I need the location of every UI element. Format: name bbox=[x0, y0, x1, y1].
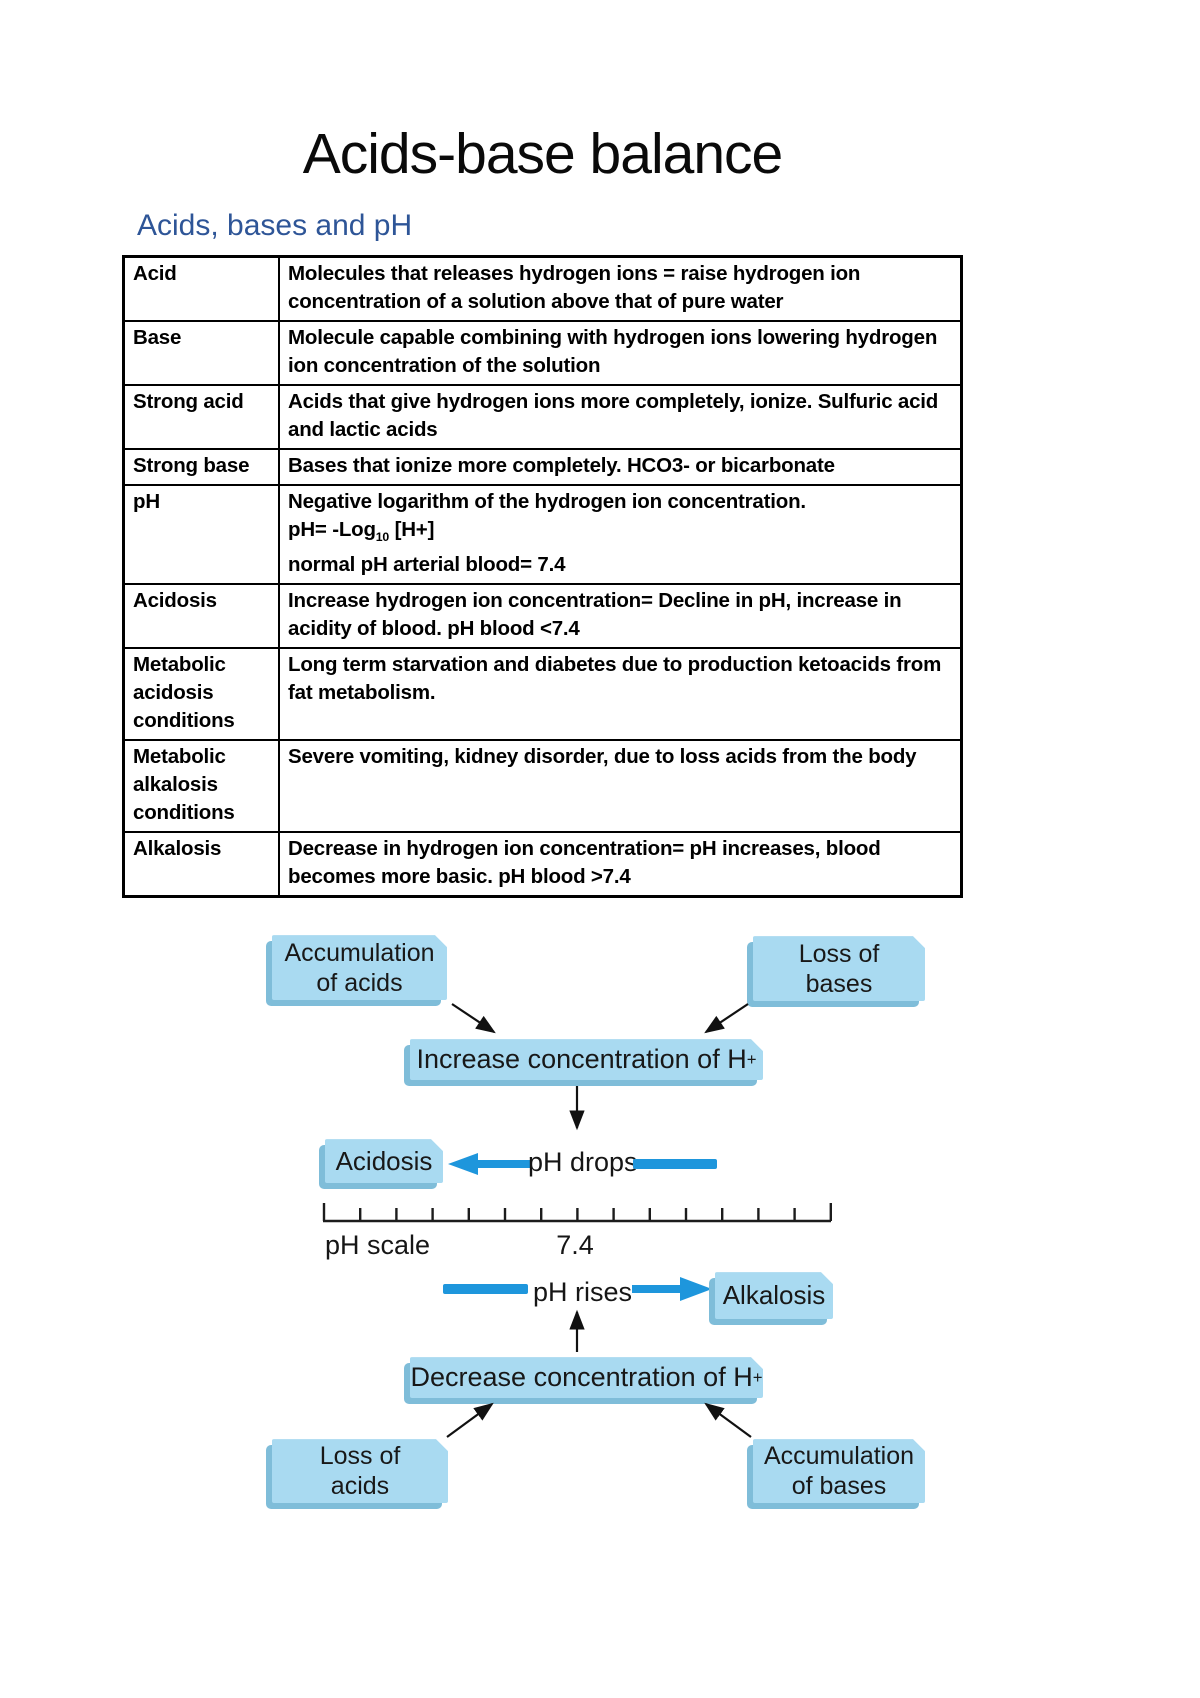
term-cell: pH bbox=[122, 483, 280, 586]
definition-cell: Acids that give hydrogen ions more compl… bbox=[278, 384, 963, 450]
acidosis-box: Acidosis bbox=[319, 1139, 443, 1190]
accumulation-of-bases-label: Accumulation of bases bbox=[753, 1439, 925, 1503]
term-cell: Strong acid bbox=[122, 384, 280, 450]
ph-definition-line2: pH= -Log10 [H+] bbox=[288, 518, 435, 545]
definition-cell: Molecule capable combining with hydrogen… bbox=[278, 320, 963, 386]
table-row-strong-acid: Strong acid Acids that give hydrogen ion… bbox=[122, 384, 963, 450]
page-title: Acids-base balance bbox=[302, 122, 783, 186]
decrease-h-concentration-label: Decrease concentration of H+ bbox=[410, 1357, 763, 1398]
section-heading: Acids, bases and pH bbox=[137, 209, 413, 242]
ph-drops-bar bbox=[633, 1159, 717, 1170]
log-subscript: 10 bbox=[375, 530, 390, 545]
table-row-ph: pH Negative logarithm of the hydrogen io… bbox=[122, 483, 963, 586]
arrow-acids-to-decrease-icon bbox=[446, 1402, 494, 1438]
term-cell: Metabolic alkalosis conditions bbox=[122, 739, 280, 834]
term-cell: Strong base bbox=[122, 448, 280, 486]
table-row-strong-base: Strong base Bases that ionize more compl… bbox=[122, 448, 963, 486]
ph-drops-label: pH drops bbox=[528, 1147, 638, 1178]
term-cell: Acid bbox=[122, 255, 280, 322]
ph-definition-line3: normal pH arterial blood= 7.4 bbox=[288, 553, 566, 577]
definition-cell: Severe vomiting, kidney disorder, due to… bbox=[278, 739, 963, 834]
table-row-alkalosis: Alkalosis Decrease in hydrogen ion conce… bbox=[122, 831, 963, 898]
arrow-down-icon bbox=[569, 1086, 585, 1131]
term-cell: Alkalosis bbox=[122, 831, 280, 898]
h-plus-superscript: + bbox=[746, 1049, 757, 1069]
document-body: Acids-base balance Acids, bases and pH A… bbox=[122, 0, 963, 899]
alkalosis-box: Alkalosis bbox=[709, 1272, 833, 1326]
ruler-ticks bbox=[322, 1203, 832, 1222]
increase-h-concentration-box: Increase concentration of H+ bbox=[404, 1039, 763, 1087]
table-row-metabolic-alkalosis: Metabolic alkalosis conditions Severe vo… bbox=[122, 739, 963, 834]
arrow-acids-to-increase-icon bbox=[451, 1003, 496, 1034]
arrow-up-icon bbox=[569, 1309, 585, 1353]
definition-cell: Bases that ionize more completely. HCO3-… bbox=[278, 448, 963, 486]
definition-cell: Increase hydrogen ion concentration= Dec… bbox=[278, 583, 963, 650]
table-row-metabolic-acidosis: Metabolic acidosis conditions Long term … bbox=[122, 647, 963, 742]
ph-scale-ruler bbox=[322, 1203, 832, 1223]
arrow-bases-to-decrease-icon bbox=[704, 1402, 752, 1438]
accumulation-of-acids-box: Accumulation of acids bbox=[266, 935, 447, 1007]
term-cell: Base bbox=[122, 320, 280, 386]
loss-of-bases-label: Loss of bases bbox=[753, 936, 925, 1001]
increase-h-concentration-label: Increase concentration of H+ bbox=[410, 1039, 763, 1080]
ph-definition-line1: Negative logarithm of the hydrogen ion c… bbox=[288, 490, 806, 513]
term-cell: Metabolic acidosis conditions bbox=[122, 647, 280, 742]
loss-of-bases-box: Loss of bases bbox=[747, 936, 925, 1008]
accumulation-of-bases-box: Accumulation of bases bbox=[747, 1439, 925, 1510]
h-plus-superscript: + bbox=[752, 1367, 763, 1387]
table-row-base: Base Molecule capable combining with hyd… bbox=[122, 320, 963, 386]
accumulation-of-acids-label: Accumulation of acids bbox=[272, 935, 447, 1000]
alkalosis-label: Alkalosis bbox=[715, 1272, 833, 1319]
ph-balance-diagram: Accumulation of acids Loss of bases Incr… bbox=[0, 932, 1200, 1537]
table-row-acid: Acid Molecules that releases hydrogen io… bbox=[122, 255, 963, 322]
definition-cell-ph: Negative logarithm of the hydrogen ion c… bbox=[278, 483, 963, 586]
loss-of-acids-label: Loss of acids bbox=[272, 1439, 448, 1503]
ph-midpoint-label: 7.4 bbox=[556, 1230, 594, 1261]
acidosis-label: Acidosis bbox=[325, 1139, 443, 1183]
ph-drops-arrow-icon bbox=[448, 1153, 530, 1176]
definitions-table: Acid Molecules that releases hydrogen io… bbox=[122, 255, 963, 899]
decrease-h-concentration-box: Decrease concentration of H+ bbox=[404, 1357, 763, 1405]
ph-scale-label: pH scale bbox=[325, 1230, 431, 1261]
ph-rises-bar bbox=[443, 1284, 528, 1295]
definition-cell: Long term starvation and diabetes due to… bbox=[278, 647, 963, 742]
term-cell: Acidosis bbox=[122, 583, 280, 650]
ph-rises-label: pH rises bbox=[533, 1277, 633, 1308]
definition-cell: Decrease in hydrogen ion concentration= … bbox=[278, 831, 963, 898]
ph-rises-arrow-icon bbox=[632, 1277, 712, 1302]
loss-of-acids-box: Loss of acids bbox=[266, 1439, 448, 1510]
definition-cell: Molecules that releases hydrogen ions = … bbox=[278, 255, 963, 322]
table-row-acidosis: Acidosis Increase hydrogen ion concentra… bbox=[122, 583, 963, 650]
arrow-bases-to-increase-icon bbox=[704, 1003, 749, 1034]
